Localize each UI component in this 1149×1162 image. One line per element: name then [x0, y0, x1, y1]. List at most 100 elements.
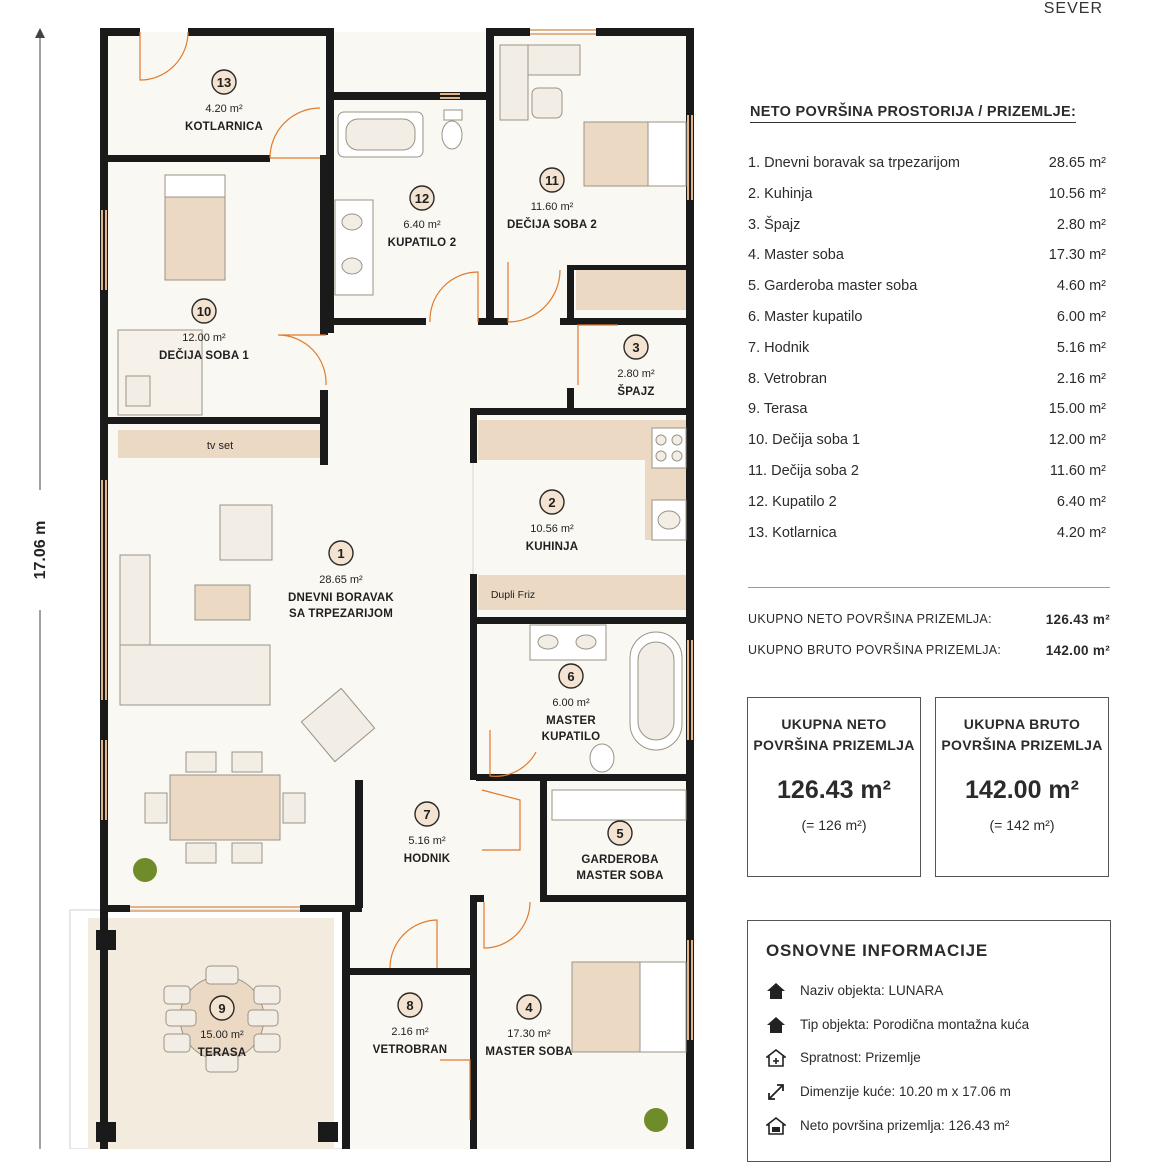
room-area: 2.16 m² [391, 1026, 429, 1038]
room-name: KUPATILO [542, 731, 601, 743]
room-name: TERASA [198, 1047, 246, 1059]
house-icon [767, 1017, 785, 1033]
furniture [117, 44, 687, 1073]
table-row: 10. Dečija soba 1 12.00 m² [748, 432, 1106, 452]
room-name: HODNIK [404, 853, 451, 865]
room-label: 10. Dečija soba 1 [748, 432, 861, 449]
doors [139, 31, 618, 1120]
room-number-badge [397, 992, 423, 1018]
floor-plan: 17.06 m [28, 28, 694, 1149]
room-label: 9 15.00 m² TERASA [198, 995, 246, 1059]
room-label: 3. Špajz [748, 216, 801, 233]
room-area: 10.56 m² [530, 523, 574, 535]
room-number-badge [409, 185, 435, 211]
gross-box-title-2: POVRŠINA PRIZEMLJA [941, 737, 1103, 753]
room-value: 11.60 m² [1049, 463, 1106, 479]
info-type: Tip objekta: Porodična montažna kuća [800, 1017, 1030, 1032]
area-house-icon [766, 1117, 786, 1135]
table-row: 6. Master kupatilo 6.00 m² [748, 309, 1106, 329]
room-number-badge [623, 334, 649, 360]
room-number: 2 [548, 495, 555, 510]
room-name: KOTLARNICA [185, 121, 263, 133]
room-number-badge [539, 489, 565, 515]
room-area: 2.80 m² [617, 368, 655, 380]
total-net-label: UKUPNO NETO POVRŠINA PRIZEMLJA: [748, 612, 992, 626]
room-number-badge [328, 540, 354, 566]
room-area: 15.00 m² [200, 1029, 244, 1041]
room-number: 11 [545, 173, 559, 188]
net-box-value: 126.43 m² [777, 776, 891, 804]
basic-info-panel: OSNOVNE INFORMACIJE Naziv objekta: LUNAR… [747, 920, 1111, 1162]
room-label: 6. Master kupatilo [748, 309, 863, 325]
room-name: KUHINJA [526, 541, 579, 553]
room-number: 9 [218, 1001, 225, 1016]
room-label: 1. Dnevni boravak sa trpezarijom [748, 155, 960, 171]
room-number: 3 [632, 340, 639, 355]
fridge-unit [478, 575, 548, 610]
room-number-badge [414, 801, 440, 827]
divider [748, 587, 1110, 588]
net-box-sub: (= 126 m²) [801, 817, 867, 833]
room-area: 6.00 m² [552, 697, 590, 709]
total-net-value: 126.43 m² [1045, 612, 1110, 627]
room-value: 4.20 m² [1056, 524, 1106, 541]
room-number: 10 [197, 304, 211, 319]
room-number-badge [211, 69, 237, 95]
room-value: 15.00 m² [1048, 401, 1106, 418]
room-name: DEČIJA SOBA 2 [507, 218, 597, 231]
room-number-badge [209, 995, 235, 1021]
info-floors: Spratnost: Prizemlje [800, 1050, 921, 1065]
room-value: 2.16 m² [1056, 370, 1106, 387]
room-number: 6 [567, 669, 574, 684]
plant-icon [133, 858, 668, 1132]
room-area: 28.65 m² [319, 574, 363, 586]
room-value: 6.00 m² [1056, 309, 1106, 325]
table-row: 5. Garderoba master soba 4.60 m² [748, 278, 1106, 298]
gross-area-box: UKUPNA BRUTO POVRŠINA PRIZEMLJA 142.00 m… [935, 697, 1109, 877]
room-label: 11. Dečija soba 2 [748, 463, 859, 479]
room-number-badge [516, 994, 542, 1020]
wardrobe [576, 268, 688, 310]
room-value: 4.60 m² [1056, 278, 1106, 295]
room-number: 7 [423, 807, 430, 822]
tv-set-label: tv set [207, 440, 233, 452]
dimension-line [28, 28, 52, 1149]
room-value: 5.16 m² [1056, 339, 1106, 356]
windows [101, 29, 693, 1040]
dimension-arrow-icon [768, 1084, 784, 1100]
room-value: 2.80 m² [1056, 216, 1106, 233]
room-label: 5. Garderoba master soba [748, 278, 918, 295]
fridge-label: Dupli Friz [491, 589, 535, 601]
room-name: GARDEROBA [581, 854, 658, 866]
room-value: 6.40 m² [1056, 493, 1106, 510]
room-label: 12. Kupatilo 2 [748, 493, 837, 510]
room-number: 4 [525, 1000, 533, 1015]
table-row: 3. Špajz 2.80 m² [748, 217, 1106, 237]
room-number: 1 [337, 546, 344, 561]
room-label: 2 10.56 m² KUHINJA [526, 489, 579, 553]
table-row: 11. Dečija soba 2 11.60 m² [748, 463, 1106, 483]
room-area: 4.20 m² [205, 103, 243, 115]
room-number-badge [191, 298, 217, 324]
room-name: DEČIJA SOBA 1 [159, 349, 249, 362]
room-number: 13 [217, 75, 231, 90]
room-number: 12 [415, 191, 429, 206]
info-net-area: Neto površina prizemlja: 126.43 m² [800, 1118, 1010, 1133]
room-value: 12.00 m² [1048, 432, 1106, 449]
room-value: 17.30 m² [1048, 247, 1106, 264]
net-box-title-1: UKUPNA NETO [781, 716, 887, 732]
info-name: Naziv objekta: LUNARA [800, 983, 944, 998]
room-name: ŠPAJZ [617, 385, 654, 398]
room-label: 8. Vetrobran [748, 370, 827, 387]
room-label: 3 2.80 m² ŠPAJZ [617, 334, 655, 398]
